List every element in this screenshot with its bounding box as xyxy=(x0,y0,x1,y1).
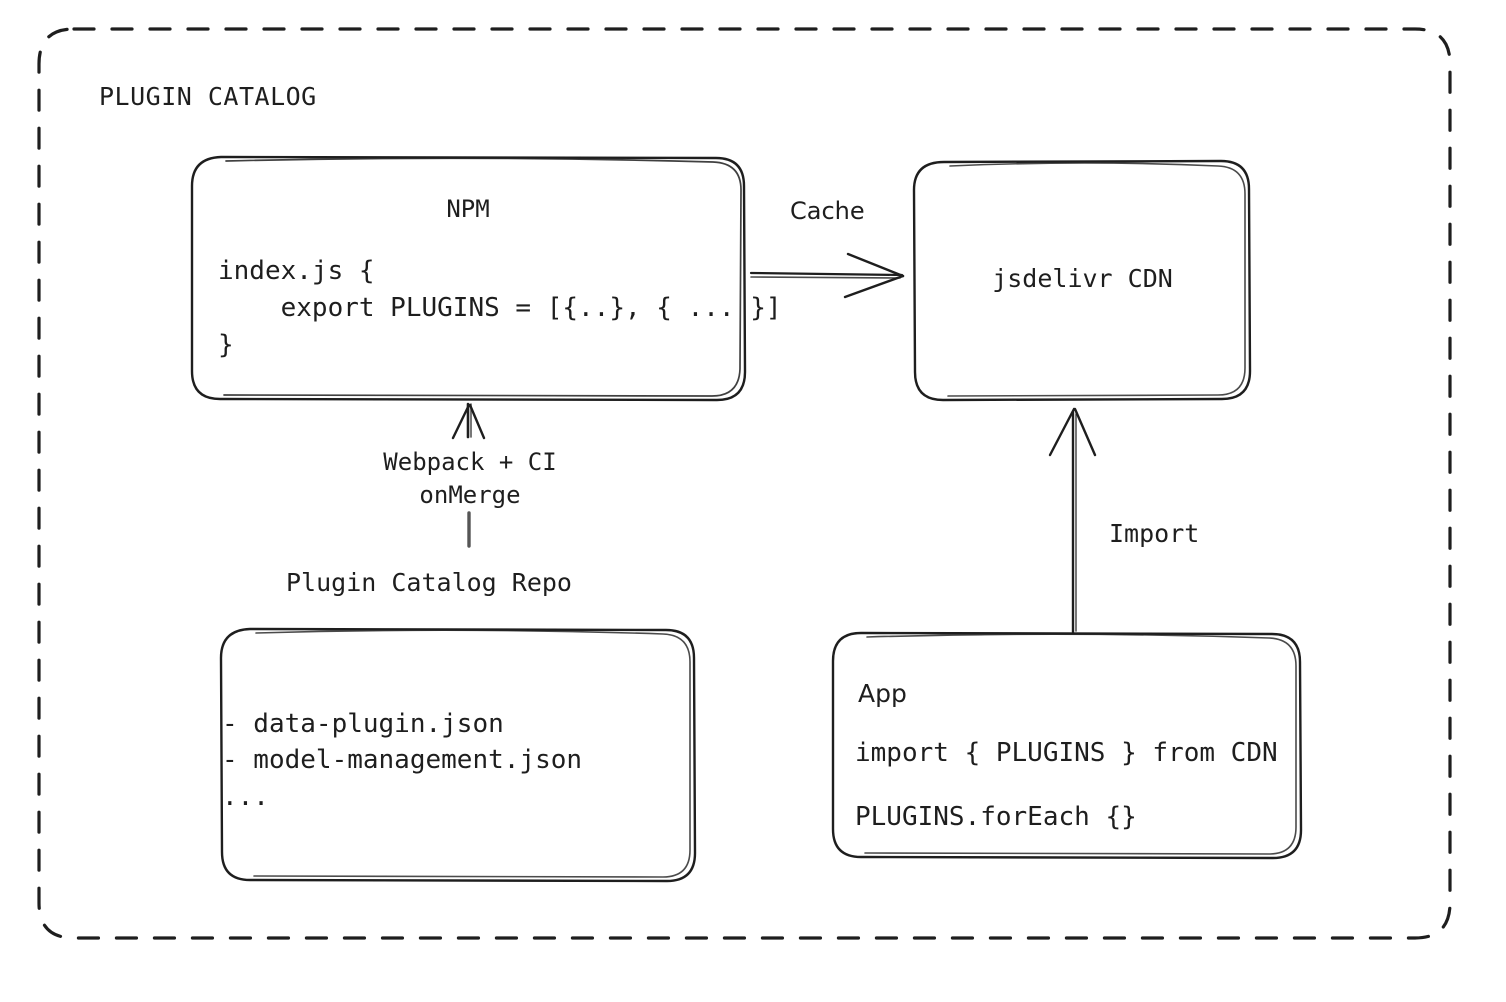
frame-title: PLUGIN CATALOG xyxy=(99,82,317,111)
repo-node-file-list: - data-plugin.json - model-management.js… xyxy=(222,709,583,812)
app-node-foreach-line: PLUGINS.forEach {} xyxy=(855,802,1137,832)
cdn-node-title: jsdelivr CDN xyxy=(992,264,1173,293)
repo-node-caption: Plugin Catalog Repo xyxy=(286,568,572,597)
app-node-import-line: import { PLUGINS } from CDN xyxy=(855,738,1278,768)
arrow-up-icon xyxy=(1048,407,1097,634)
edge-label-import: Import xyxy=(1109,519,1200,548)
edge-label-build: Webpack + CI onMerge xyxy=(383,448,557,510)
arrow-up-icon xyxy=(451,402,486,440)
edge-label-cache: Cache xyxy=(790,197,865,225)
app-node-title: App xyxy=(858,679,907,708)
npm-node-code: index.js { export PLUGINS = [{..}, { ...… xyxy=(218,256,782,360)
npm-node-title: NPM xyxy=(446,195,490,223)
